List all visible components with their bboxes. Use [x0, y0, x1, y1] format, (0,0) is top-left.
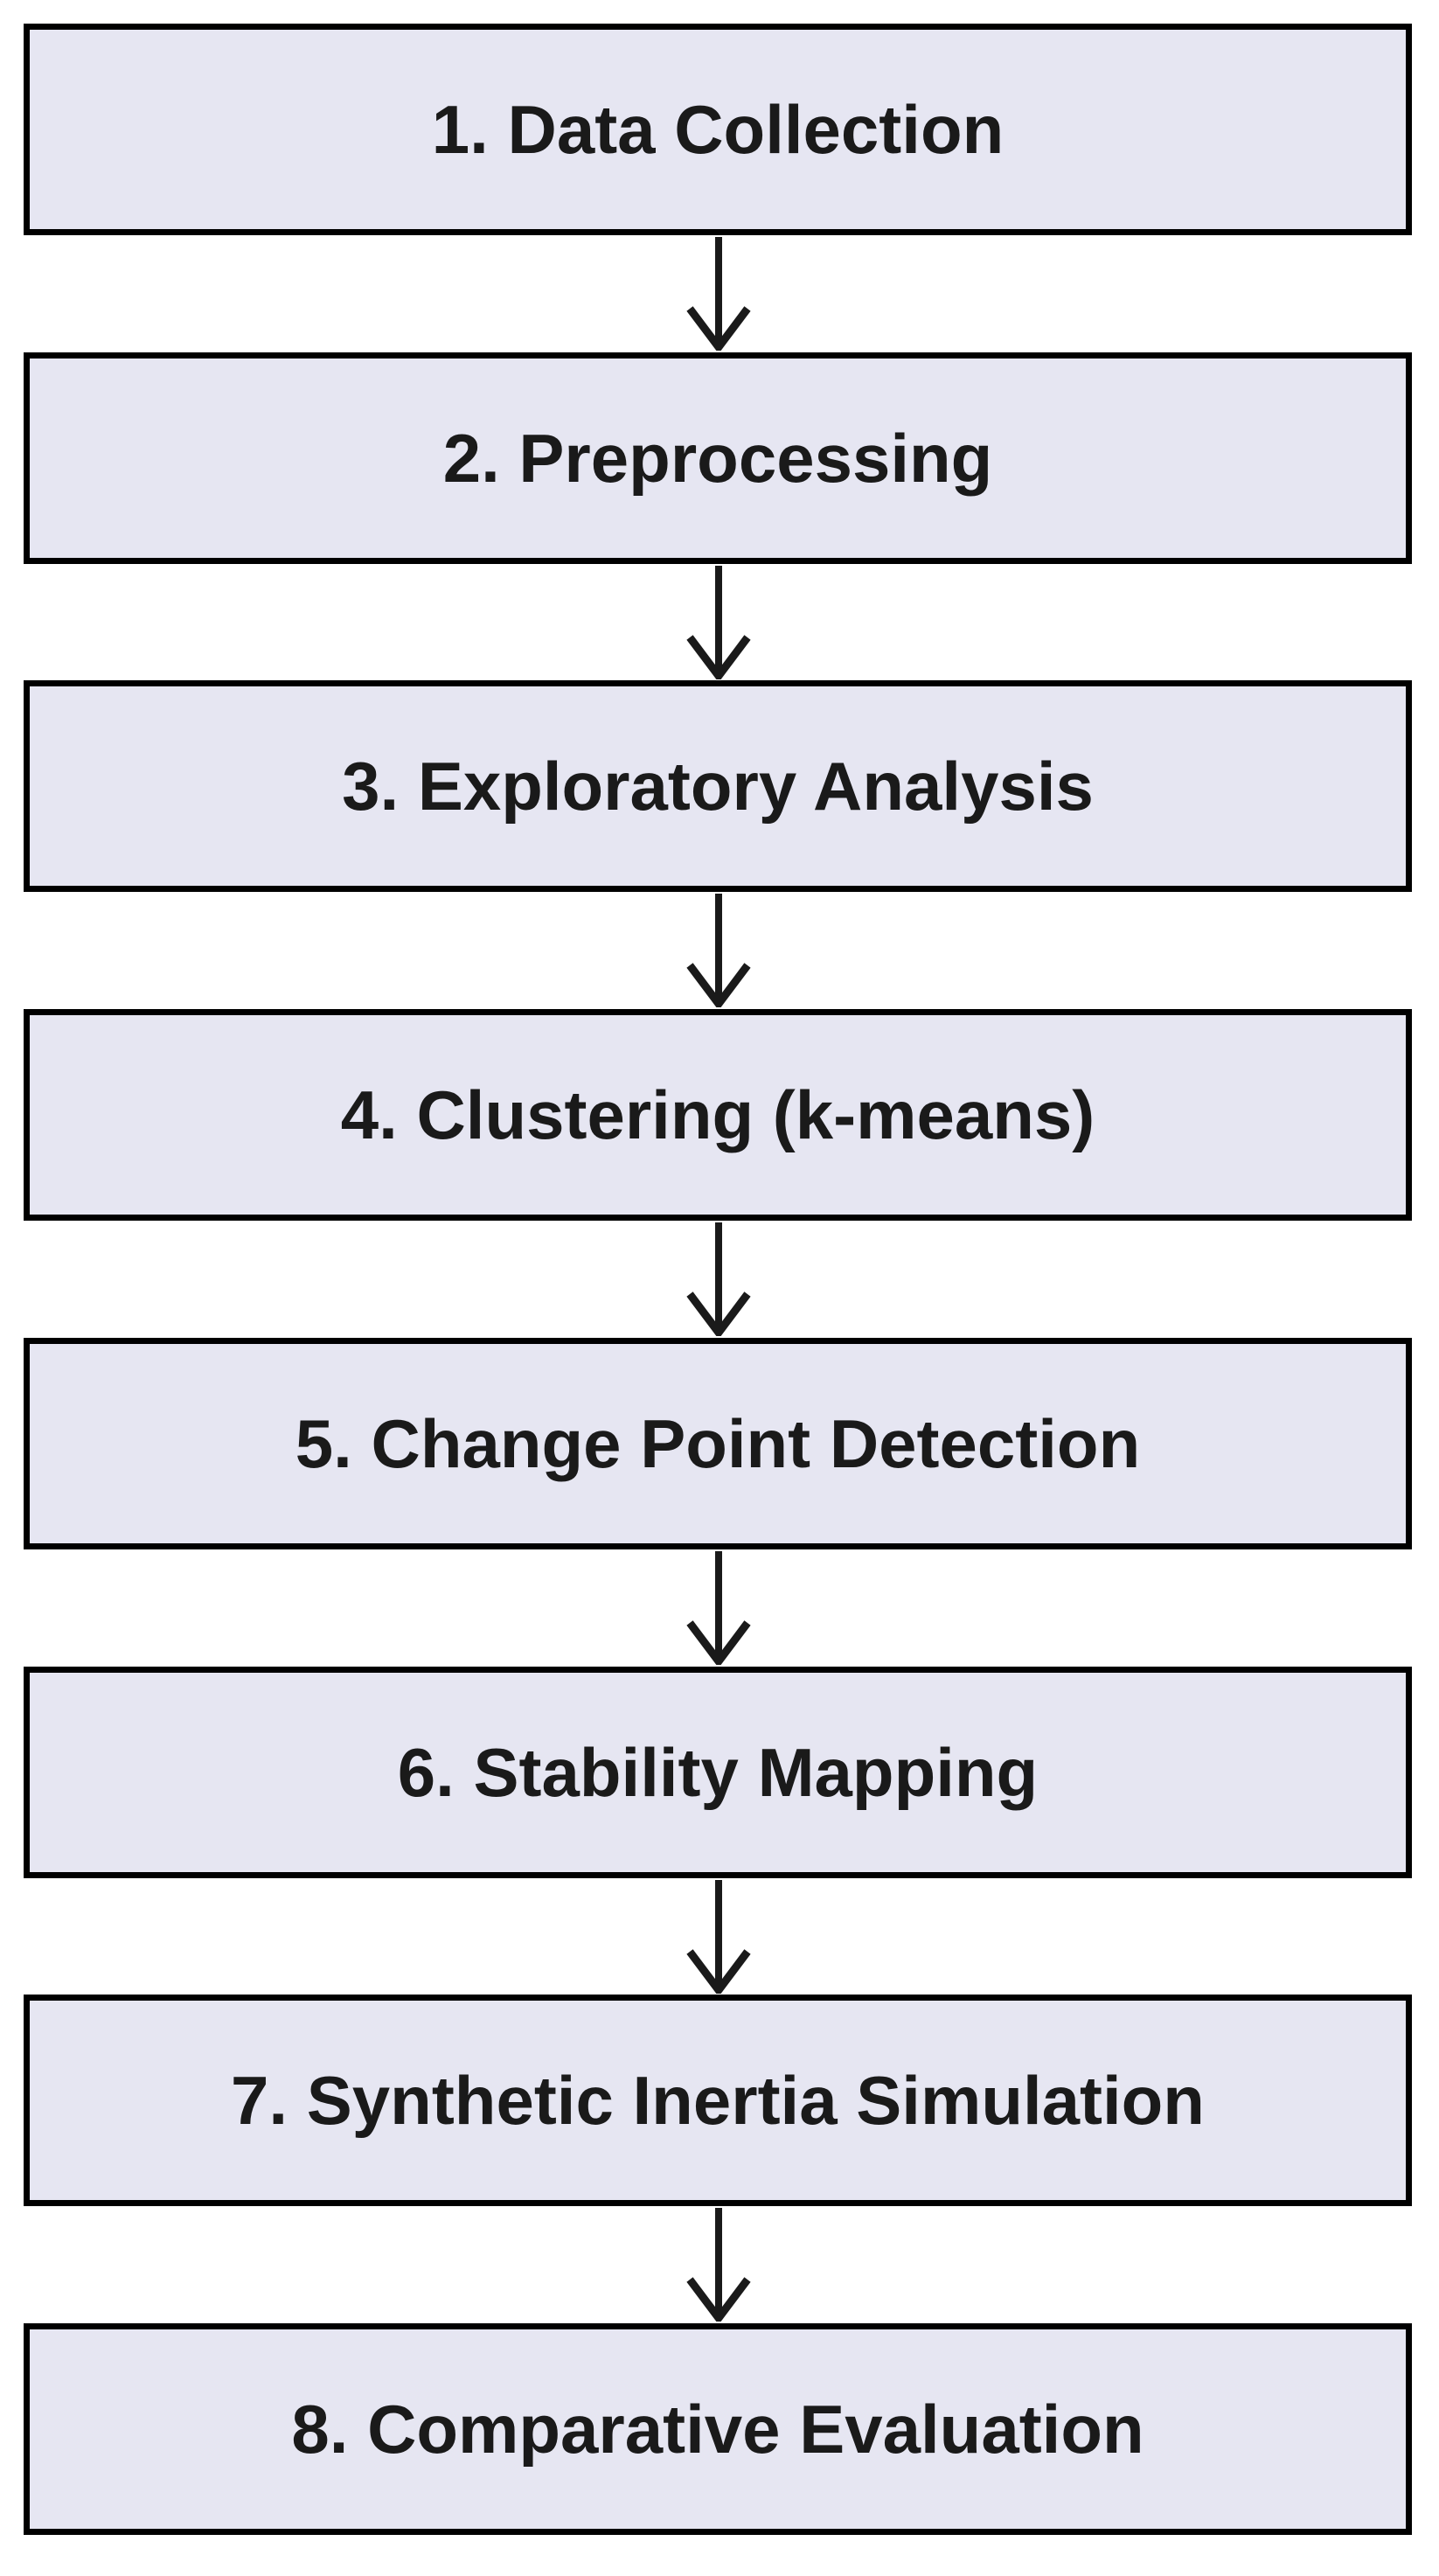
step-label-1: 1. Data Collection [431, 90, 1005, 168]
arrow-6-to-7 [686, 1880, 751, 1994]
step-box-8: 8. Comparative Evaluation [24, 2323, 1412, 2535]
step-box-5: 5. Change Point Detection [24, 1338, 1412, 1549]
arrow-7-to-8 [686, 2208, 751, 2322]
arrow-5-to-6 [686, 1551, 751, 1665]
arrow-3-to-4 [686, 894, 751, 1007]
step-box-6: 6. Stability Mapping [24, 1667, 1412, 1878]
arrow-4-to-5 [686, 1222, 751, 1336]
step-label-8: 8. Comparative Evaluation [291, 2390, 1144, 2468]
step-label-7: 7. Synthetic Inertia Simulation [231, 2061, 1205, 2139]
step-box-7: 7. Synthetic Inertia Simulation [24, 1995, 1412, 2206]
arrow-2-to-3 [686, 566, 751, 679]
step-label-2: 2. Preprocessing [442, 419, 993, 497]
step-box-1: 1. Data Collection [24, 24, 1412, 235]
step-label-4: 4. Clustering (k-means) [340, 1076, 1095, 1153]
step-box-2: 2. Preprocessing [24, 352, 1412, 564]
step-label-3: 3. Exploratory Analysis [342, 747, 1094, 825]
step-box-4: 4. Clustering (k-means) [24, 1009, 1412, 1221]
step-box-3: 3. Exploratory Analysis [24, 680, 1412, 892]
step-label-6: 6. Stability Mapping [397, 1733, 1039, 1811]
arrow-1-to-2 [686, 237, 751, 351]
step-label-5: 5. Change Point Detection [295, 1404, 1141, 1482]
